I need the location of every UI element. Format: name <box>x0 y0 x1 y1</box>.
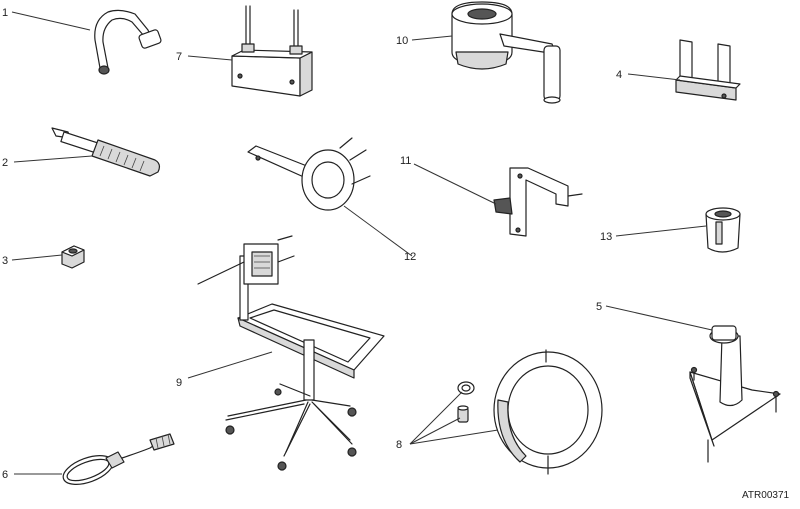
leader-11 <box>413 163 497 205</box>
part-7-stud-plate <box>231 5 313 97</box>
part-8-ring-set <box>457 349 603 475</box>
leader-13 <box>615 225 707 237</box>
callout-6: 6 <box>2 469 8 481</box>
leader-5 <box>605 305 713 331</box>
part-3-nut <box>61 245 85 269</box>
leader-8b <box>409 417 461 445</box>
part-5-shaft-stand <box>689 325 781 463</box>
reference-code: ATR00371 <box>742 490 790 501</box>
leader-4 <box>627 73 681 81</box>
part-10-crank-socket <box>451 1 561 104</box>
part-6-loop-cable <box>62 433 175 485</box>
leader-8c <box>409 429 499 445</box>
callout-3: 3 <box>2 255 8 267</box>
part-2-pin-punch <box>51 127 161 177</box>
leader-2 <box>13 155 93 163</box>
leader-7 <box>187 55 233 61</box>
leader-12 <box>343 205 413 257</box>
leader-8a <box>409 391 463 445</box>
callout-2: 2 <box>2 157 8 169</box>
leader-1 <box>11 11 91 31</box>
leader-3 <box>11 254 63 261</box>
part-9-engine-stand <box>197 235 385 471</box>
leader-10 <box>411 35 453 41</box>
callout-10: 10 <box>396 35 408 47</box>
callout-5: 5 <box>596 301 602 313</box>
callout-8: 8 <box>396 439 402 451</box>
part-11-bracket <box>493 167 583 237</box>
part-1-hook-tool <box>94 9 162 75</box>
callout-9: 9 <box>176 377 182 389</box>
callout-13: 13 <box>600 231 612 243</box>
part-4-fork-plate <box>675 39 741 101</box>
callout-11: 11 <box>400 155 411 167</box>
leader-9 <box>187 351 273 379</box>
callout-12: 12 <box>404 251 416 263</box>
part-12-flange-ring <box>247 137 371 211</box>
part-13-slotted-sleeve <box>705 207 741 253</box>
callout-7: 7 <box>176 51 182 63</box>
callout-1: 1 <box>2 7 8 19</box>
callout-4: 4 <box>616 69 622 81</box>
